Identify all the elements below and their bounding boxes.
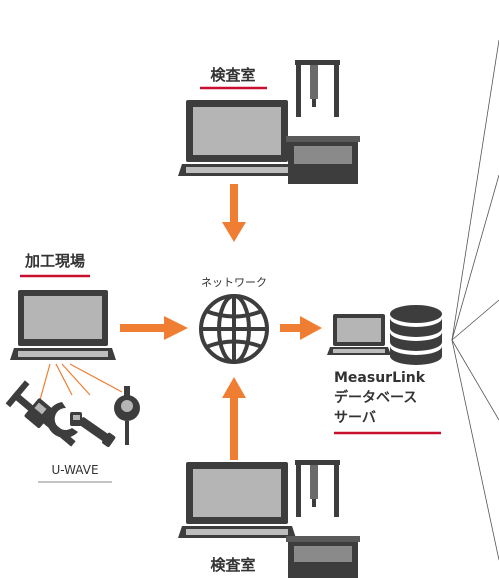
micrometer-icon [46,402,116,448]
coordinate-measuring-machine-icon [286,460,360,578]
network-label: ネットワーク [201,276,267,289]
laptop-icon [10,290,116,360]
factory-floor: 加工現場 [5,252,140,483]
laptop-icon [178,462,296,538]
laptop-icon [178,100,296,176]
laptop-icon [327,314,391,355]
arrow-bottom-to-network [222,377,246,460]
inspection-room-top: 検査室 [178,60,360,184]
inspection-room-bottom-label: 検査室 [210,556,255,574]
arrow-network-to-server [280,316,322,340]
arrow-factory-to-network [120,316,188,340]
server-label-line3: サーバ [334,410,376,426]
uwave-label: U-WAVE [51,463,98,477]
database-icon [390,305,442,365]
arrow-top-to-network [222,184,246,242]
wireless-links [39,363,123,401]
dial-gauge-icon [114,386,140,445]
inspection-room-top-label: 検査室 [210,66,255,84]
coordinate-measuring-machine-icon [286,60,360,184]
factory-floor-label: 加工現場 [24,252,85,270]
globe-icon [199,294,269,364]
server-label-line1: MeasurLink [334,370,426,386]
fan-lines [451,39,499,561]
measurlink-server: MeasurLink データベース サーバ [327,305,442,435]
server-label-line2: データベース [334,389,417,406]
inspection-room-bottom: 検査室 [178,460,360,578]
